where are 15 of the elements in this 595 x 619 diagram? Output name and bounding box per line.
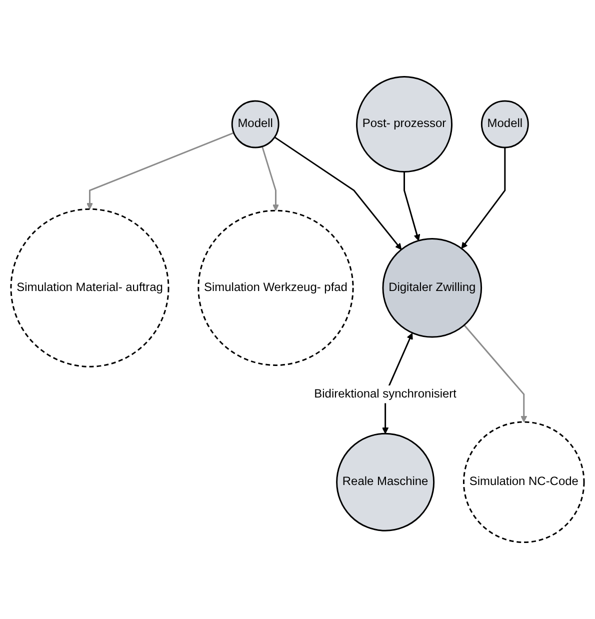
node-circle: Simulation Werkzeug- pfad bbox=[198, 210, 354, 366]
arrow bbox=[86, 132, 234, 210]
edge-label: Bidirektional synchronisiert bbox=[314, 388, 456, 400]
node-circle: Modell bbox=[231, 100, 280, 148]
node-circle: Digitaler Zwilling bbox=[382, 238, 482, 338]
node-circle: Post- prozessor bbox=[356, 76, 453, 172]
arrow bbox=[464, 324, 528, 422]
node-circle: Modell bbox=[480, 100, 529, 148]
node-circle: Simulation NC-Code bbox=[462, 421, 585, 544]
arrow bbox=[404, 172, 420, 241]
node-circle: Reale Maschine bbox=[336, 432, 435, 532]
arrow bbox=[274, 136, 402, 250]
arrow bbox=[261, 146, 280, 211]
node-circle: Simulation Material- auftrag bbox=[10, 208, 170, 368]
arrow bbox=[461, 147, 506, 249]
